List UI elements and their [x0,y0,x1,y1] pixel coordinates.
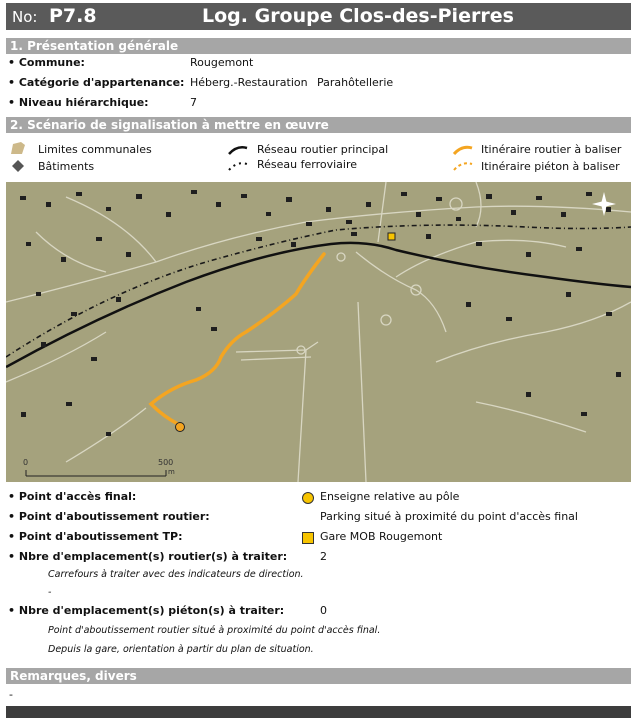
scale-bar [25,470,167,477]
circle-marker-icon [302,492,314,504]
map-canvas [6,182,631,482]
nb-routier-value: 2 [320,550,327,563]
legend-reseau-routier: Réseau routier principal [257,143,389,156]
limites-icon [11,142,25,154]
batiment-icon [12,160,24,172]
situation-map[interactable]: 0 500 m [6,182,631,482]
legend-reseau-ferro: Réseau ferroviaire [257,158,358,171]
main-road [6,241,631,369]
nb-routier-note-2: - [48,587,52,598]
pole-number: P7.8 [49,5,97,27]
scale-zero: 0 [23,458,29,467]
tp-label: • Point d'aboutissement TP: [8,530,183,543]
road-icon [228,146,248,155]
railway-line [6,224,631,358]
categorie-label: • Catégorie d'appartenance: [8,76,185,89]
legend-limites: Limites communales [38,143,152,156]
gare-marker-icon [387,232,396,241]
section-scenario: 2. Scénario de signalisation à mettre en… [6,117,631,133]
nb-pieton-value: 0 [320,604,327,617]
page-title: Log. Groupe Clos-des-Pierres [202,5,514,27]
remarques-value: - [9,688,13,701]
niveau-value: 7 [190,96,197,109]
legend-batiments: Bâtiments [38,160,95,173]
enseigne-marker-icon [175,422,185,432]
scale-500: 500 [158,458,174,467]
scale-unit: m [168,468,175,476]
categorie-value-2: Parahôtellerie [317,76,394,89]
routier-value: Parking situé à proximité du point d'acc… [320,510,578,523]
number-label: No: [12,8,38,26]
commune-label: • Commune: [8,56,85,69]
acces-label: • Point d'accès final: [8,490,137,503]
railway-icon [228,162,248,171]
nb-pieton-note-1: Point d'aboutissement routier situé à pr… [48,625,381,636]
legend-itin-routier: Itinéraire routier à baliser [481,143,622,156]
commune-value: Rougemont [190,56,254,69]
routier-label: • Point d'aboutissement routier: [8,510,210,523]
nb-routier-note-1: Carrefours à traiter avec des indicateur… [48,569,304,580]
acces-value: Enseigne relative au pôle [320,490,460,503]
nb-pieton-label: • Nbre d'emplacement(s) piéton(s) à trai… [8,604,285,617]
buildings [20,190,621,436]
section-remarques: Remarques, divers [6,668,631,684]
nb-routier-label: • Nbre d'emplacement(s) routier(s) à tra… [8,550,288,563]
footer-bar [6,706,631,718]
itineraire-routier [148,252,326,426]
roundabouts [296,197,463,355]
legend-itin-pieton: Itinéraire piéton à baliser [481,160,620,173]
section-presentation: 1. Présentation générale [6,38,631,54]
page-header: No: P7.8 Log. Groupe Clos-des-Pierres [6,3,631,30]
north-arrow-icon [592,192,616,216]
tp-value: Gare MOB Rougemont [320,530,443,543]
niveau-label: • Niveau hiérarchique: [8,96,149,109]
square-marker-icon [302,532,314,544]
itin-pieton-icon [453,162,473,171]
nb-pieton-note-2: Depuis la gare, orientation à partir du … [48,644,314,655]
categorie-value: Héberg.-Restauration [190,76,308,89]
itin-routier-icon [452,145,473,156]
